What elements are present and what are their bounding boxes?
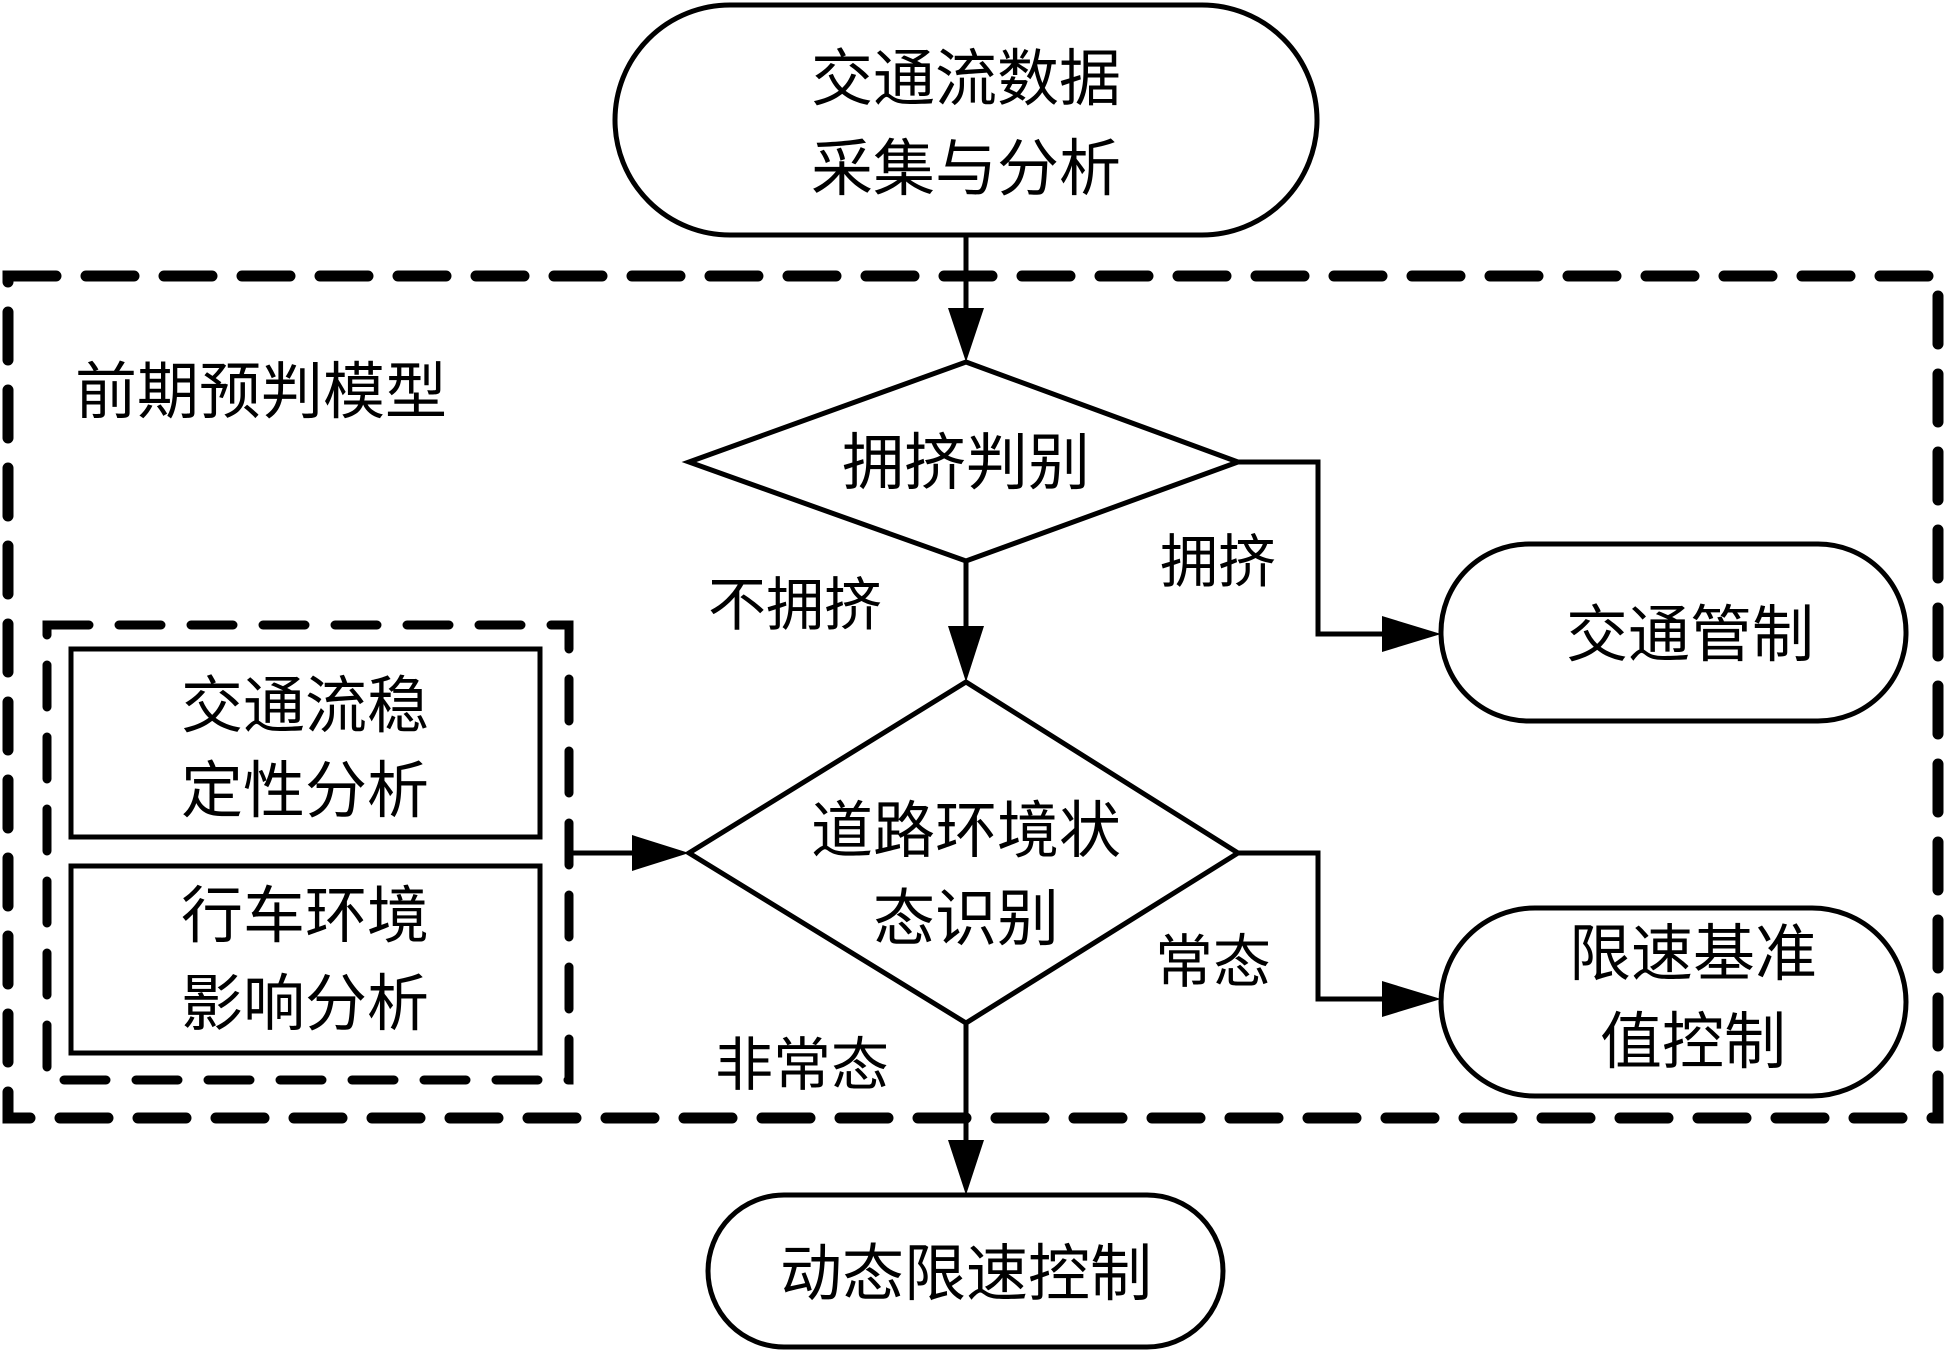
decision-road-environment-line-2: 态识别: [873, 882, 1059, 955]
decision-congestion-label: 拥挤判别: [842, 426, 1090, 499]
edge-abnormal-label: 非常态: [715, 1031, 889, 1099]
speed-base-control-node[interactable]: [1438, 905, 1909, 1099]
start-node-line-2: 采集与分析: [811, 132, 1121, 205]
arrow-head-icon: [948, 626, 984, 682]
analysis-box-stability[interactable]: [68, 646, 543, 840]
decision-road-environment-line-1: 道路环境状: [811, 794, 1121, 867]
speed-base-control-line-2: 值控制: [1600, 1005, 1786, 1078]
edge-congested: [1238, 459, 1390, 637]
edge-congested-label: 拥挤: [1160, 528, 1276, 596]
analysis-box-stability-line-1: 交通流稳: [181, 669, 429, 742]
end-node-label: 动态限速控制: [780, 1237, 1152, 1310]
arrow-head-icon: [948, 308, 984, 362]
analysis-box-environment-line-2: 影响分析: [181, 967, 429, 1040]
analysis-box-stability-line-2: 定性分析: [181, 754, 429, 827]
edge-normal-label: 常态: [1155, 928, 1271, 996]
arrow-head-icon: [632, 835, 689, 871]
arrow-head-icon: [948, 1140, 984, 1195]
container-label: 前期预判模型: [75, 355, 447, 428]
edge-normal: [1238, 850, 1390, 1002]
speed-base-control-line-1: 限速基准: [1569, 917, 1817, 990]
end-node[interactable]: [705, 1192, 1226, 1350]
analysis-box-environment[interactable]: [68, 863, 543, 1056]
traffic-control-node[interactable]: [1438, 541, 1909, 724]
edge-not-congested-label: 不拥挤: [708, 571, 882, 639]
arrow-head-icon: [1382, 981, 1441, 1017]
traffic-control-label: 交通管制: [1566, 598, 1814, 671]
prejudgment-model-container: [2, 270, 1944, 1124]
analysis-box-environment-line-1: 行车环境: [181, 879, 429, 952]
arrow-head-icon: [1382, 616, 1441, 652]
start-node-line-1: 交通流数据: [811, 42, 1121, 115]
